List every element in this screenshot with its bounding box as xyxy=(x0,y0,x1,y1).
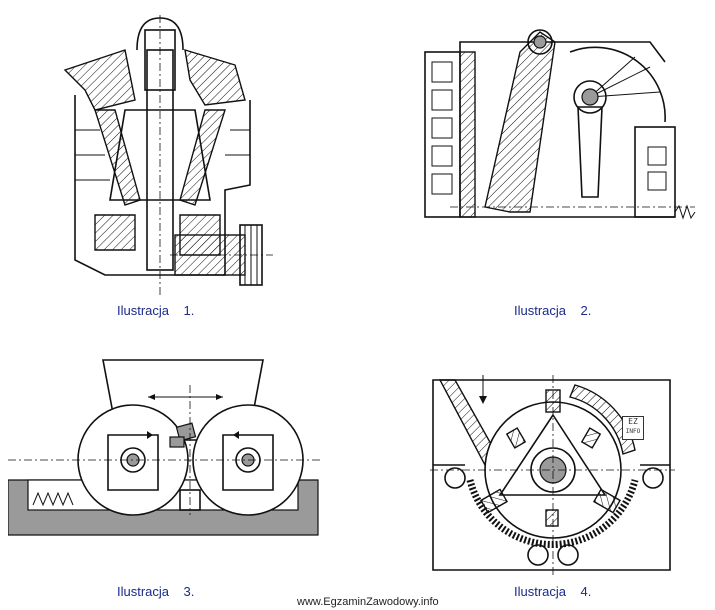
badge-line-1: EZ xyxy=(628,417,638,426)
watermark-text: www.EgzaminZawodowy.info xyxy=(297,596,439,608)
badge-line-2: INFO xyxy=(625,428,641,435)
illustration-2-jaw-crusher xyxy=(420,12,700,242)
ez-info-badge: EZ INFO xyxy=(622,416,644,440)
caption-illustration-3: Ilustracja 3. xyxy=(117,584,195,599)
caption-illustration-1: Ilustracja 1. xyxy=(117,303,195,318)
caption-illustration-2: Ilustracja 2. xyxy=(514,303,592,318)
illustration-1-cone-crusher xyxy=(55,10,275,300)
illustration-3-roll-crusher xyxy=(8,355,320,540)
caption-illustration-4: Ilustracja 4. xyxy=(514,584,592,599)
illustration-4-impact-crusher xyxy=(425,370,680,580)
